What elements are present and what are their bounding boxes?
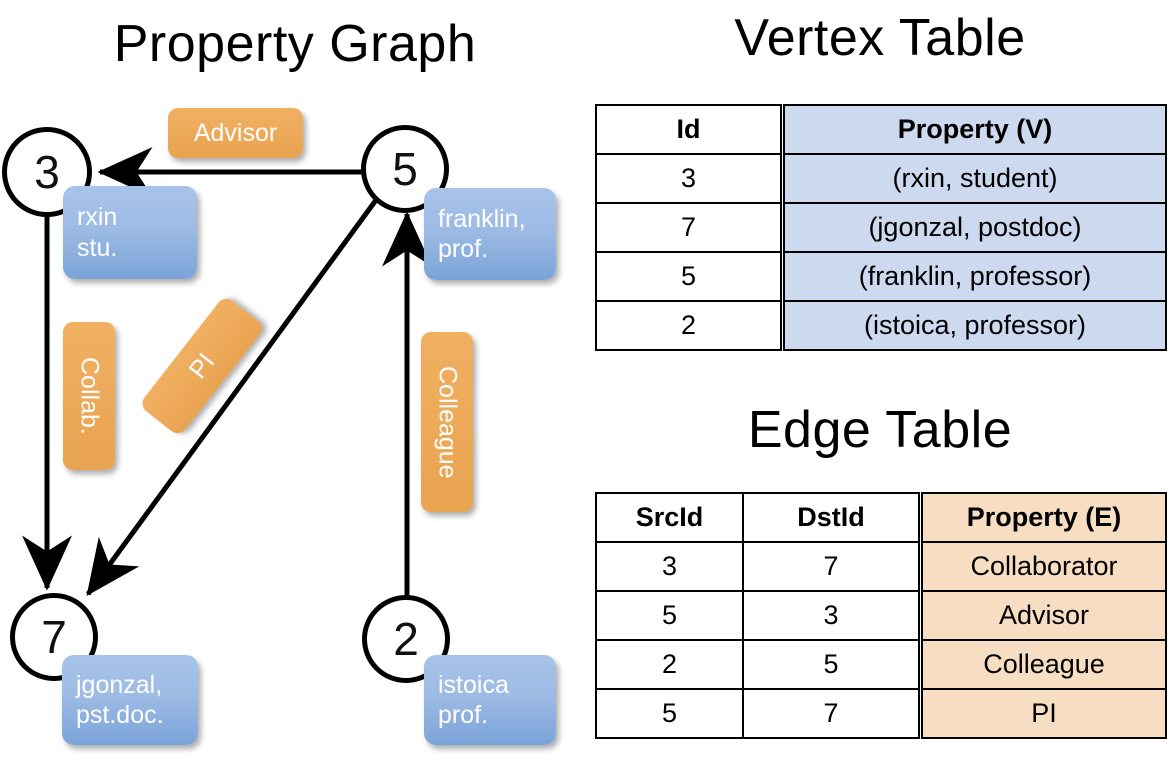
edge-cell-dstid: 7 — [742, 688, 920, 739]
table-row[interactable]: 2 5 Colleague — [595, 639, 1167, 690]
edge-cell-dstid: 3 — [742, 590, 920, 641]
edge-cell-srcid: 2 — [595, 639, 744, 690]
vertex-property-line-1: jgonzal, — [76, 670, 163, 699]
edge-cell-srcid: 5 — [595, 590, 744, 641]
vertex-cell-property: (rxin, student) — [783, 153, 1167, 204]
edge-table: SrcId DstId Property (E) 3 7 Collaborato… — [595, 492, 1167, 739]
vertex-property-line-1: rxin — [77, 203, 118, 231]
vertex-property-line-1: istoica — [438, 670, 509, 699]
edge-cell-property: Colleague — [921, 639, 1167, 690]
page-title-vertex-table: Vertex Table — [734, 9, 1026, 67]
vertex-cell-id: 5 — [595, 251, 782, 302]
vertex-property-line-2: prof. — [438, 701, 489, 729]
edge-table-header-dstid: DstId — [742, 492, 920, 543]
page-title-property-graph: Property Graph — [113, 15, 477, 73]
page-title-edge-table: Edge Table — [747, 401, 1013, 459]
vertex-cell-id: 3 — [595, 153, 782, 204]
edge-cell-dstid: 5 — [742, 639, 920, 690]
vertex-table-header-row: Id Property (V) — [595, 104, 1167, 155]
vertex-cell-property: (jgonzal, postdoc) — [783, 202, 1167, 253]
edge-table-header-property: Property (E) — [921, 492, 1167, 543]
edge-cell-property: PI — [921, 688, 1167, 739]
vertex-property-line-2: stu. — [77, 233, 118, 262]
table-row[interactable]: 3 7 Collaborator — [595, 541, 1167, 592]
table-row[interactable]: 3 (rxin, student) — [595, 153, 1167, 204]
edge-label-bubble-advisor[interactable]: Advisor — [168, 108, 303, 158]
table-row[interactable]: 5 3 Advisor — [595, 590, 1167, 641]
table-row[interactable]: 5 7 PI — [595, 688, 1167, 739]
vertex-cell-property: (franklin, professor) — [783, 251, 1167, 302]
edge-cell-srcid: 3 — [595, 541, 744, 592]
vertex-cell-id: 7 — [595, 202, 782, 253]
edge-line-5-to-7 — [85, 198, 379, 597]
vertex-property-bubble-7[interactable]: jgonzal, pst.doc. — [62, 655, 198, 745]
vertex-property-bubble-2[interactable]: istoica prof. — [424, 655, 556, 745]
vertex-property-line-2: pst.doc. — [76, 701, 164, 729]
edge-cell-property: Collaborator — [921, 541, 1167, 592]
vertex-property-line-2: prof. — [438, 235, 489, 263]
graph-node-5[interactable]: 5 — [361, 125, 449, 213]
graph-node-2[interactable]: 2 — [362, 595, 450, 683]
edge-label-bubble-collab[interactable]: Collab. — [63, 322, 115, 470]
edge-cell-srcid: 5 — [595, 688, 744, 739]
edge-table-header-row: SrcId DstId Property (E) — [595, 492, 1167, 543]
table-row[interactable]: 7 (jgonzal, postdoc) — [595, 202, 1167, 253]
vertex-property-line-1: franklin, — [438, 204, 526, 233]
graph-edges-svg — [22, 147, 432, 597]
table-row[interactable]: 5 (franklin, professor) — [595, 251, 1167, 302]
vertex-property-bubble-3[interactable]: rxin stu. — [63, 186, 197, 279]
vertex-property-bubble-5[interactable]: franklin, prof. — [424, 188, 556, 280]
vertex-table-header-property: Property (V) — [783, 104, 1167, 155]
vertex-cell-property: (istoica, professor) — [783, 300, 1167, 351]
vertex-cell-id: 2 — [595, 300, 782, 351]
edge-cell-property: Advisor — [921, 590, 1167, 641]
edge-label-bubble-colleague[interactable]: Colleague — [421, 332, 473, 512]
vertex-table-header-id: Id — [595, 104, 782, 155]
vertex-table: Id Property (V) 3 (rxin, student) 7 (jgo… — [595, 104, 1167, 351]
edge-cell-dstid: 7 — [742, 541, 920, 592]
table-row[interactable]: 2 (istoica, professor) — [595, 300, 1167, 351]
edge-table-header-srcid: SrcId — [595, 492, 744, 543]
